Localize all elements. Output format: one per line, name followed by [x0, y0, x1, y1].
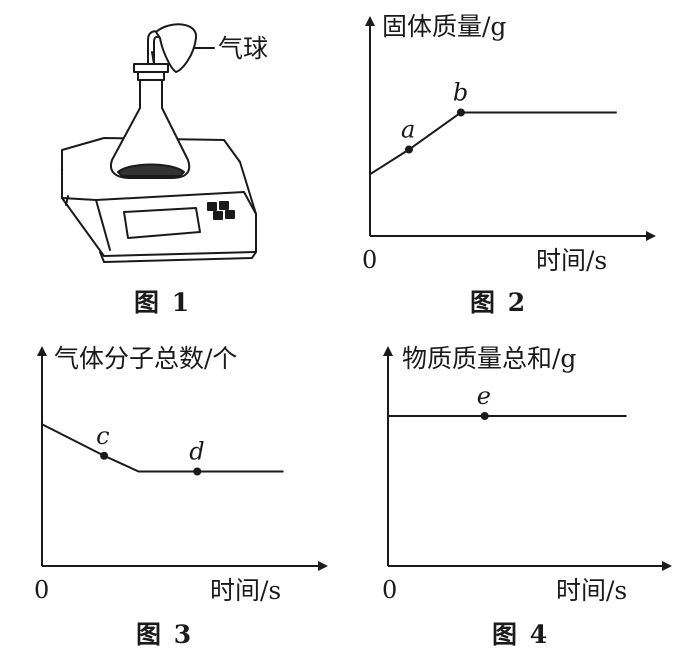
figure-3-caption: 图 3	[136, 620, 194, 649]
fig2-origin-label: 0	[362, 246, 378, 274]
fig3-point-c	[100, 451, 109, 460]
balance-button	[207, 202, 217, 211]
balloon-label: 气球	[218, 34, 269, 63]
fig4-x-axis-label: 时间/s	[556, 576, 628, 605]
figure-1-caption: 图 1	[134, 288, 192, 317]
fig4-origin-label: 0	[382, 576, 398, 604]
fig3-origin-label: 0	[34, 576, 50, 604]
figure-4-caption: 图 4	[492, 620, 550, 649]
fig2-series-line	[369, 111, 617, 176]
fig2-x-axis-label: 时间/s	[536, 246, 608, 275]
fig2-point-a	[404, 145, 413, 154]
fig3-series-line	[41, 423, 284, 473]
fig4-point-label-e: e	[477, 382, 491, 410]
erlenmeyer-flask	[110, 77, 191, 179]
fig2-x-axis-arrow	[646, 231, 656, 241]
fig3-y-axis-label: 气体分子总数/个	[54, 344, 238, 373]
balance-body	[61, 161, 257, 257]
fig3-point-label-d: d	[189, 438, 204, 466]
fig2-point-label-b: b	[453, 78, 468, 106]
fig3-x-axis-arrow	[318, 561, 328, 571]
fig3-point-label-c: c	[96, 422, 109, 450]
fig2-point-label-a: a	[401, 116, 415, 144]
fig2-y-axis-arrow	[365, 16, 375, 26]
fig2-y-axis-label: 固体质量/g	[382, 12, 507, 41]
fig2-point-b	[456, 108, 465, 117]
fig4-point-e	[480, 412, 489, 420]
fig3-x-axis-label: 时间/s	[210, 576, 282, 605]
fig3-y-axis-arrow	[37, 346, 47, 356]
balloon	[155, 23, 198, 73]
figure-2-caption: 图 2	[470, 288, 528, 317]
balance-button	[213, 211, 223, 220]
fig4-y-axis-label: 物质质量总和/g	[402, 344, 577, 373]
flask-solid	[117, 163, 185, 177]
balance-button	[225, 210, 235, 219]
fig3-point-d	[193, 467, 202, 476]
fig4-x-axis-arrow	[662, 561, 672, 571]
fig4-y-axis-arrow	[383, 346, 393, 356]
balance-display	[123, 207, 201, 239]
balance-button	[219, 201, 229, 210]
